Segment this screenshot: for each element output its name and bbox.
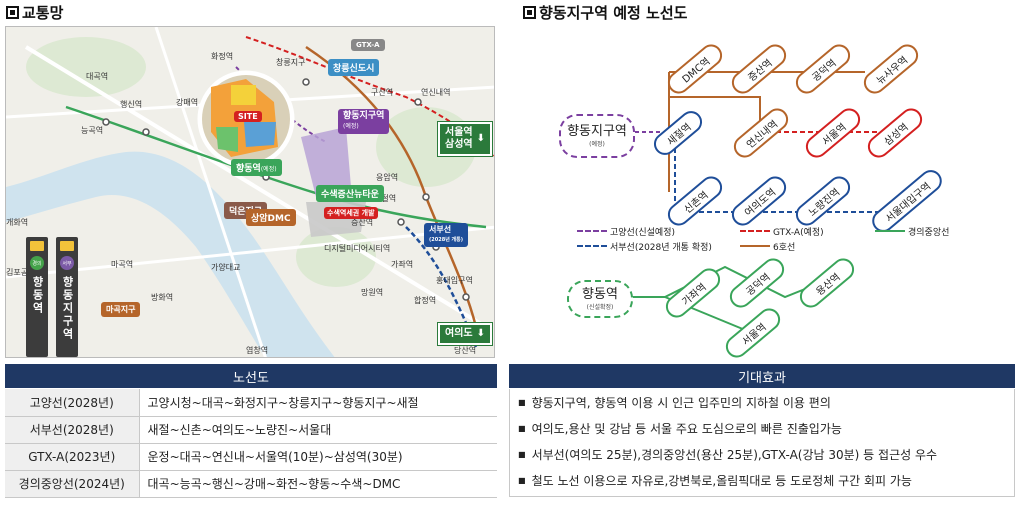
legend-gyeongui: 경의중앙선: [875, 225, 970, 238]
tag-site: SITE: [234, 111, 262, 122]
map-label-gimpo-airport: 김포공항: [6, 268, 36, 277]
tag-hyangdong-station: 향동역(예정): [231, 159, 282, 176]
legend-goyang: 고양선(신설예정): [577, 225, 675, 238]
map-label-hwajeong: 화정역: [211, 52, 234, 61]
list-item: ■여의도,용산 및 강남 등 서울 주요 도심으로의 빠른 진출입가능: [518, 421, 842, 436]
map-label-yeomchang: 염창역: [246, 346, 269, 355]
map-label-saejeol: 새절역: [374, 194, 397, 203]
square-bullet-icon: [6, 6, 19, 19]
map-label-jeungsan: 증산역: [351, 218, 374, 227]
arrow-down-icon: ⬇: [476, 328, 485, 339]
map-label-neunggok: 능곡역: [81, 126, 104, 135]
table-row: 서부선(2028년) 새절~신촌~여의도~노량진~서울대: [5, 416, 497, 444]
hub-hyangdong-district: 향동지구역 (예정): [559, 114, 635, 158]
map-label-gayang-bridge: 가양대교: [211, 263, 241, 272]
bullet-icon: ■: [518, 397, 526, 407]
tag-changneung-city: 창릉신도시: [328, 59, 380, 76]
map-label-hapjeong: 합정역: [414, 296, 437, 305]
subway-icon: [60, 241, 74, 251]
map-label-gusan: 구산역: [371, 88, 394, 97]
arrow-down-icon: ⬇: [476, 133, 485, 144]
dest-seoul-samseong: 서울역 삼성역 ⬇: [437, 121, 493, 157]
map-label-gajwa: 가좌역: [391, 260, 414, 269]
route-section-title: 향동지구역 예정 노선도: [523, 2, 687, 23]
dest-yeouido: 여의도 ⬇: [437, 322, 493, 346]
map-label-magok: 마곡역: [111, 260, 134, 269]
legend-seobu: 서부선(2028년 개통 확정): [577, 240, 737, 253]
hub-hyangdong-station: 향동역 (신설확정): [567, 280, 633, 318]
map-label-hongdae: 홍대입구역: [436, 276, 473, 285]
list-item: ■철도 노선 이용으로 자유로,강변북로,올림픽대로 등 도로정체 구간 회피 …: [518, 473, 912, 488]
map-label-banghwa: 방화역: [151, 293, 174, 302]
tag-seobu-station: 서부선 (2028년 개통): [424, 223, 469, 247]
map-label-dmcstation: 디지털미디어시티역: [324, 244, 391, 253]
table-row: GTX-A(2023년) 운정~대곡~연신내~서울역(10분)~삼성역(30분): [5, 443, 497, 471]
tag-susaek-newtown: 수색증산뉴타운: [316, 185, 384, 202]
tag-susaek-dev: 수색역세권 개발: [324, 207, 378, 219]
map-label-haengsin: 행신역: [120, 100, 143, 109]
legend-gtx: GTX-A(예정): [740, 225, 824, 238]
map-label-daegok: 대곡역: [86, 72, 109, 81]
station-sign-hyangdong-district: 서부 향동지구역: [56, 237, 78, 357]
square-bullet-icon: [523, 6, 536, 19]
effects-header: 기대효과: [509, 364, 1015, 388]
transport-map: 화정역 창릉지구 대곡역 능곡역 행신역 강매역 구산역 연신내역 응암역 새절…: [5, 26, 495, 358]
map-label-eungam: 응암역: [376, 173, 399, 182]
map-graphics: [6, 27, 494, 357]
map-label-gaehwa: 개화역: [6, 218, 29, 227]
table-row: 고양선(2028년) 고양시청~대곡~화정지구~창릉지구~향동지구~새절: [5, 389, 497, 417]
routes-table-header: 노선도: [5, 364, 497, 388]
station-sign-hyangdong: 경의 향동역: [26, 237, 48, 357]
list-item: ■향동지구역, 향동역 이용 시 인근 입주민의 지하철 이용 편의: [518, 395, 831, 410]
line-badge-gyeongui: 경의: [30, 256, 44, 270]
legend-line6: 6호선: [740, 240, 795, 253]
list-item: ■서부선(여의도 25분),경의중앙선(용산 25분),GTX-A(강남 30분…: [518, 447, 938, 462]
tag-magok-district: 마곡지구: [101, 302, 141, 317]
effects-list: ■향동지구역, 향동역 이용 시 인근 입주민의 지하철 이용 편의 ■여의도,…: [509, 389, 1015, 497]
bullet-icon: ■: [518, 449, 526, 459]
table-row: 경의중앙선(2024년) 대곡~능곡~행신~강매~화전~향동~수색~DMC: [5, 470, 497, 498]
map-label-mangwon: 망원역: [361, 288, 384, 297]
bullet-icon: ■: [518, 423, 526, 433]
map-label-yeonsinnae: 연신내역: [421, 88, 451, 97]
tag-hyangdong-district: 향동지구역 (예정): [338, 109, 390, 134]
map-label-changneung: 창릉지구: [276, 58, 306, 67]
subway-icon: [30, 241, 44, 251]
tag-sangam-dmc: 상암DMC: [246, 209, 296, 226]
map-label-dangsan: 당산역: [454, 346, 477, 355]
routes-table: 고양선(2028년) 고양시청~대곡~화정지구~창릉지구~향동지구~새절 서부선…: [5, 389, 497, 498]
bullet-icon: ■: [518, 475, 526, 485]
map-label-gangmae: 강매역: [176, 98, 199, 107]
tag-gtx: GTX-A: [351, 39, 385, 51]
route-diagram: 향동지구역 (예정) 향동역 (신설확정) DMC역 증산역 공덕역 뉴사우역 …: [525, 22, 1015, 362]
line-badge-seobu: 서부: [60, 256, 74, 270]
map-section-title: 교통망: [6, 2, 63, 23]
